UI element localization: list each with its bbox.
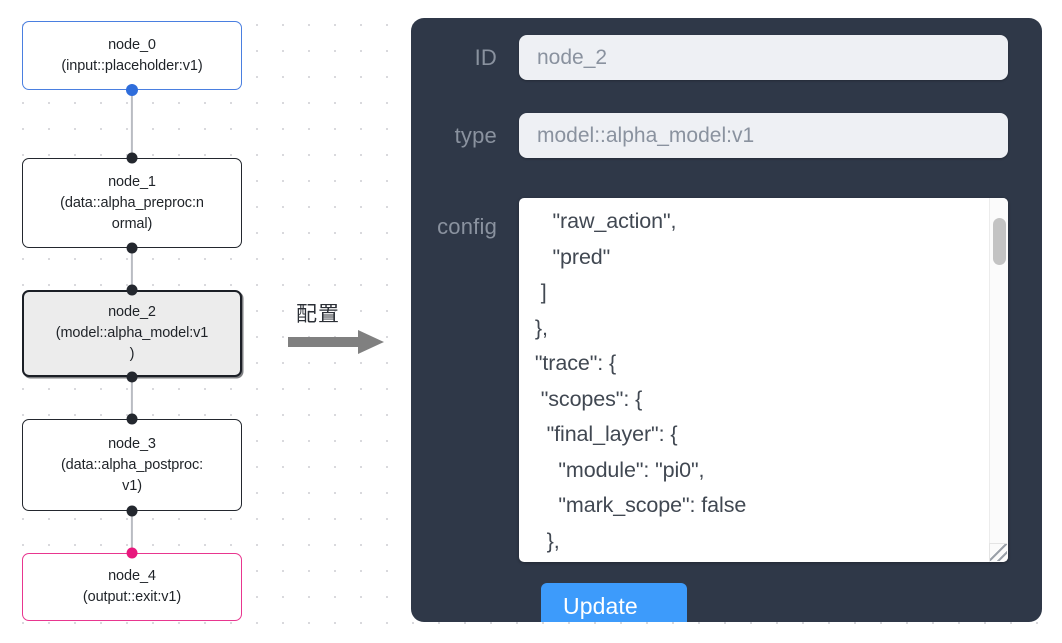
edge-node0-node1 — [130, 90, 134, 158]
node-label-line: (data::alpha_preproc:n — [60, 194, 204, 211]
node-3-output-port[interactable] — [126, 505, 138, 517]
node-3-input-port[interactable] — [126, 413, 138, 425]
graph-node-node-1[interactable]: node_1 (data::alpha_preproc:n ormal) — [22, 158, 242, 248]
node-label-line: node_1 — [108, 173, 156, 190]
config-textarea[interactable]: "raw_action", "pred" ] }, "trace": { "sc… — [519, 198, 973, 562]
node-2-output-port[interactable] — [126, 371, 138, 383]
graph-node-node-3[interactable]: node_3 (data::alpha_postproc: v1) — [22, 419, 242, 511]
edge-node3-node4 — [130, 511, 134, 553]
arrow-right-icon — [288, 330, 384, 354]
node-label-line: (output::exit:v1) — [82, 589, 182, 605]
edge-node1-node2 — [130, 248, 134, 290]
node-label-line: node_0 — [108, 36, 156, 53]
update-button[interactable]: Update — [541, 583, 687, 622]
config-textarea-wrapper: "raw_action", "pred" ] }, "trace": { "sc… — [519, 198, 1008, 562]
config-field-row: config "raw_action", "pred" ] }, "trace"… — [411, 198, 1042, 562]
graph-node-node-0[interactable]: node_0 (input::placeholder:v1) — [22, 21, 242, 90]
graph-node-node-4[interactable]: node_4 (output::exit:v1) — [22, 553, 242, 621]
arrow-label: 配置 — [296, 302, 340, 326]
node-1-output-port[interactable] — [126, 242, 138, 254]
node-1-input-port[interactable] — [126, 152, 138, 164]
node-config-panel: ID type config "raw_action", "pred" ] },… — [411, 18, 1042, 622]
type-input[interactable] — [519, 113, 1008, 158]
config-scrollbar-thumb[interactable] — [993, 218, 1006, 265]
id-input[interactable] — [519, 35, 1008, 80]
id-field-row: ID — [411, 35, 1042, 80]
config-resize-handle[interactable] — [989, 543, 1007, 561]
node-label-line: (model::alpha_model:v1 — [55, 325, 209, 341]
node-label-line: (input::placeholder:v1) — [61, 57, 203, 74]
config-field-label: config — [437, 214, 497, 239]
node-label-line: ormal) — [111, 215, 153, 232]
node-2-input-port[interactable] — [126, 284, 138, 296]
node-label-line: node_2 — [108, 304, 156, 320]
edge-node2-node3 — [130, 377, 134, 419]
node-label-line: ) — [129, 346, 135, 362]
node-0-output-port[interactable] — [126, 84, 138, 96]
node-4-input-port[interactable] — [126, 547, 138, 559]
transition-arrow-group: 配置 — [288, 298, 392, 360]
node-label-line: (data::alpha_postproc: — [60, 456, 204, 473]
node-label-line: v1) — [122, 477, 142, 494]
node-label-line: node_4 — [108, 568, 156, 584]
graph-node-node-2[interactable]: node_2 (model::alpha_model:v1 ) — [22, 290, 242, 377]
config-vertical-scrollbar[interactable] — [989, 198, 1008, 562]
type-field-label: type — [454, 122, 497, 148]
node-label-line: node_3 — [108, 435, 156, 452]
type-field-row: type — [411, 113, 1042, 158]
id-field-label: ID — [474, 44, 497, 70]
